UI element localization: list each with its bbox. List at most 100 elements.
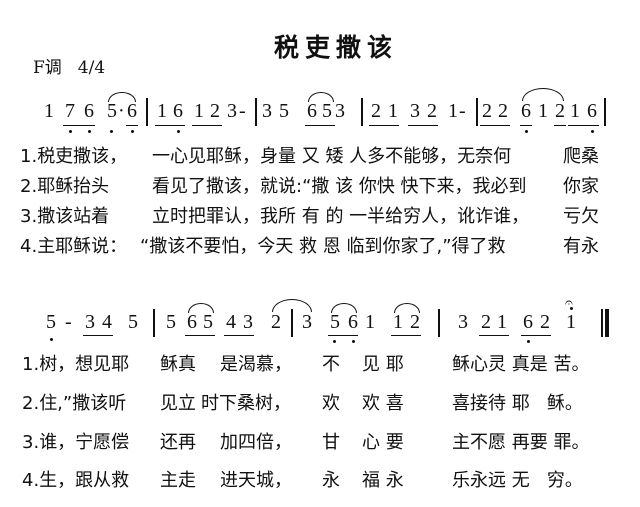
note: 2: [210, 100, 220, 122]
time-signature: 4/4: [77, 58, 106, 78]
note: 2: [482, 100, 492, 122]
note: 6: [127, 100, 137, 122]
note: 6: [523, 311, 533, 333]
note: 3: [85, 311, 95, 333]
note: 3: [410, 100, 420, 122]
underline: [126, 125, 138, 126]
lyric2-verse-3-e: 心 要: [362, 432, 404, 453]
bar-line: [153, 309, 155, 337]
bar-line: [601, 309, 603, 337]
underline: [369, 125, 399, 126]
song-title: 税吏撒该: [274, 33, 399, 62]
note: 5: [330, 311, 340, 333]
lyric2-verse-3-f: 主不愿 再要 罪。: [452, 432, 590, 453]
note: 4: [102, 311, 112, 333]
underline: [521, 335, 551, 336]
underline: [480, 125, 510, 126]
note: 6: [84, 100, 94, 122]
note: 1: [448, 100, 458, 122]
note: 5: [166, 311, 176, 333]
lyric-verse-4: 4.主耶稣说：: [20, 236, 128, 257]
note: 6: [307, 100, 317, 122]
high-dot: [570, 307, 573, 310]
underline: [554, 125, 566, 126]
lyric2-verse-4-e: 福 永: [362, 470, 404, 491]
bar-line: [438, 309, 440, 337]
note: 2: [481, 311, 491, 333]
bar-line: [146, 98, 148, 126]
note: 5: [128, 311, 138, 333]
note: 5: [322, 100, 332, 122]
underline: [192, 125, 222, 126]
low-dot: [131, 130, 134, 133]
final-bar-line: [605, 309, 609, 337]
low-dot: [352, 340, 355, 343]
note: 1: [157, 100, 167, 122]
notation-line-1: 1 7 6 5 · 6 1 6 1 2 3 - 3 5 6 5 3 2 1 3 …: [0, 88, 640, 140]
lyric2-verse-1-b: 稣真: [160, 354, 196, 375]
bar-line: [604, 98, 606, 126]
lyric2-verse-3-d: 甘: [322, 432, 340, 453]
lyric-verse-1-mid: 一心见耶稣，身量 又 矮 人多不能够，无奈何: [152, 146, 512, 167]
underline: [224, 335, 254, 336]
lyric2-verse-1-c: 是渴慕，: [220, 354, 292, 375]
note: 6: [187, 311, 197, 333]
underline: [328, 335, 358, 336]
lyric2-verse-2-e: 欢 喜: [362, 393, 404, 414]
lyric2-verse-4-f: 乐永远 无 穷。: [452, 470, 583, 491]
note: 6: [587, 100, 597, 122]
note: 1: [194, 100, 204, 122]
lyric2-verse-2-c: 时下桑树，: [201, 393, 291, 414]
underline: [479, 335, 509, 336]
low-dot: [88, 130, 91, 133]
low-dot: [177, 130, 180, 133]
note: 5: [279, 100, 289, 122]
note: 2: [371, 100, 381, 122]
lyric2-verse-4-d: 永: [322, 470, 340, 491]
lyric-verse-2-mid: 看见了撒该，就说:“撒 该 你快 快下来，我必到: [152, 176, 527, 197]
note: 1: [570, 100, 580, 122]
lyric-verse-3: 3.撒该站着: [20, 206, 110, 227]
dash: -: [239, 100, 246, 122]
low-dot: [69, 130, 72, 133]
lyric-verse-1-end: 爬桑: [563, 146, 599, 167]
underline: [83, 335, 113, 336]
note: 4: [226, 311, 236, 333]
note: 3: [262, 100, 272, 122]
lyric-verse-4-mid: “撒该不要怕，今天 救 恩 临到你家了,”得了救: [140, 236, 506, 257]
notation-line-2: 5 - 3 4 5 5 6 5 4 3 2 3 5 6 1 1 2 3 2 1 …: [0, 295, 640, 351]
lyric2-verse-3-c: 加四倍，: [220, 432, 292, 453]
note: 6: [173, 100, 183, 122]
lyric-verse-4-end: 有永: [563, 236, 599, 257]
lyric2-verse-1-f: 稣心灵 真是 苦。: [452, 354, 590, 375]
dash: -: [65, 311, 72, 333]
lyric2-verse-1-e: 见 耶: [362, 354, 404, 375]
low-dot: [333, 340, 336, 343]
lyric2-verse-1-d: 不: [322, 354, 340, 375]
low-dot: [591, 130, 594, 133]
note: 1: [365, 311, 375, 333]
note: 2: [498, 100, 508, 122]
note: 7: [65, 100, 75, 122]
bar-line: [291, 309, 293, 337]
note: 3: [302, 311, 312, 333]
bar-line: [255, 98, 257, 126]
note: 2: [555, 100, 565, 122]
lyric2-verse-2-d: 欢: [322, 393, 340, 414]
lyric2-verse-4: 4.生，跟从救: [22, 470, 130, 491]
note: 6: [348, 311, 358, 333]
note: 5: [203, 311, 213, 333]
note: 2: [410, 311, 420, 333]
lyric-verse-3-end: 亏欠: [563, 206, 599, 227]
underline: [408, 125, 438, 126]
note: 3: [243, 311, 253, 333]
lyric-verse-3-mid: 立时把罪认，我所 有 的 一半给穷人，讹诈谁，: [152, 206, 530, 227]
lyric2-verse-3: 3.谁，宁愿偿: [22, 432, 130, 453]
lyric2-verse-4-c: 进天城，: [220, 470, 292, 491]
note: 1: [566, 311, 576, 333]
note: 5: [107, 100, 117, 122]
low-dot: [525, 130, 528, 133]
note: 2: [427, 100, 437, 122]
dot-note: ·: [118, 100, 125, 122]
note: 3: [458, 311, 468, 333]
